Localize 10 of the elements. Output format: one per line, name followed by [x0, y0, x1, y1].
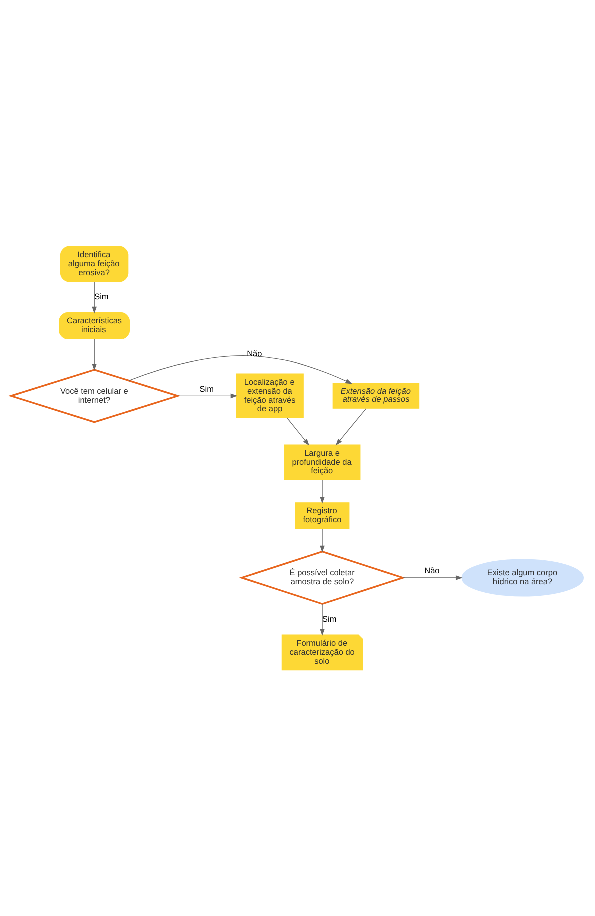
- arrow: [92, 281, 97, 314]
- arrow: [128, 355, 353, 384]
- arrow: [320, 480, 325, 504]
- arrow: [402, 575, 463, 580]
- arrow: [336, 408, 367, 446]
- arrow: [320, 528, 325, 552]
- arrow: [178, 393, 238, 398]
- arrow: [287, 418, 310, 446]
- arrow: [320, 603, 325, 636]
- arrow: [92, 338, 97, 370]
